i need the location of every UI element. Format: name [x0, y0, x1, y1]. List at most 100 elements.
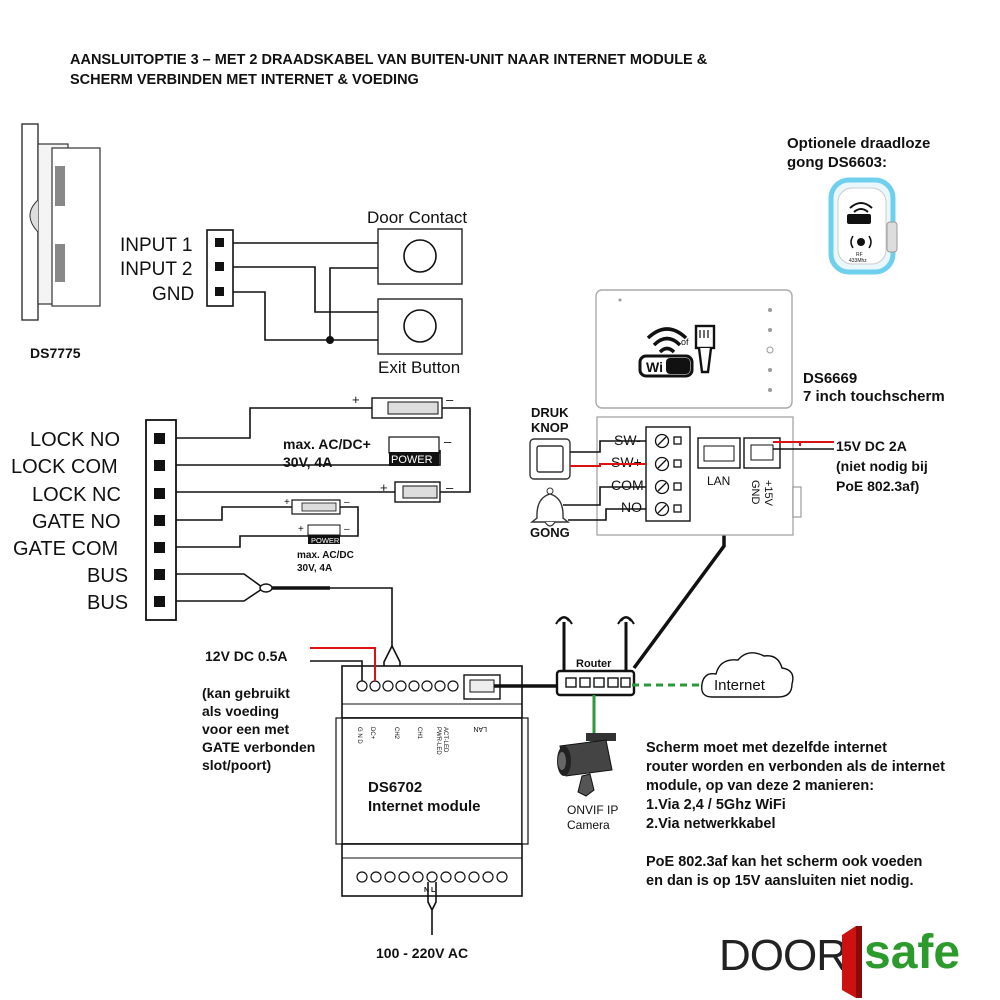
- push-button-label-2: KNOP: [531, 420, 569, 435]
- internet-module: [335, 665, 529, 897]
- gate-power-box: [307, 524, 341, 536]
- gate-solenoid: + –: [284, 497, 350, 515]
- outdoor-unit-image: [21, 123, 101, 321]
- screen-power-line2: (niet nodig bij: [836, 458, 928, 474]
- screen-15v-label: +15V: [762, 480, 774, 507]
- gnd-label: GND: [152, 284, 194, 305]
- camera-label-line1: ONVIF IP: [567, 803, 618, 817]
- lock-no-label: LOCK NO: [30, 429, 120, 451]
- wifi-text: Wi Fi: [646, 359, 679, 375]
- gate-power-line2: 30V, 4A: [297, 563, 332, 574]
- title-line-2: SCHERM VERBINDEN MET INTERNET & VOEDING: [70, 72, 419, 88]
- screen-no: NO: [621, 499, 642, 515]
- title-line-1: AANSLUITOPTIE 3 – MET 2 DRAADSKABEL VAN …: [70, 52, 708, 68]
- module-ch1-label: CH1: [416, 727, 422, 740]
- internet-label: Internet: [714, 677, 766, 694]
- svg-text:–: –: [344, 497, 350, 508]
- module-note-line4: GATE verbonden: [202, 739, 315, 755]
- chime-rf-text: RF: [856, 252, 863, 258]
- module-power-note: (kan gebruikt als voeding voor een met G…: [202, 685, 315, 773]
- chime-freq-text: 433Mhz: [849, 258, 867, 264]
- module-note-line5: slot/poort): [202, 757, 271, 773]
- push-button-icon: [529, 438, 571, 480]
- note-line-5: 2.Via netwerkkabel: [646, 816, 776, 832]
- router-label: Router: [576, 658, 612, 670]
- lock-power-box: [388, 436, 440, 454]
- router-icon: [555, 616, 636, 697]
- logo-safe-text: safe: [864, 926, 960, 979]
- svg-text:+: +: [380, 480, 388, 495]
- module-gnd-label: G N D: [356, 727, 362, 744]
- module-ch2-label: CH2: [393, 727, 399, 740]
- module-note-line1: (kan gebruikt: [202, 685, 290, 701]
- lock-solenoid: + –: [352, 392, 454, 419]
- logo-door-text: DOOR: [719, 931, 847, 980]
- screen-sw-minus: SW-: [614, 432, 641, 448]
- gong-label: GONG: [530, 525, 570, 540]
- module-note-line2: als voeding: [202, 703, 279, 719]
- doorsafe-logo: DOOR safe: [719, 926, 960, 998]
- module-lan-label: LAN: [473, 725, 487, 732]
- screen-power-line3: PoE 802.3af): [836, 478, 919, 494]
- outdoor-unit-label: DS7775: [30, 345, 81, 361]
- gate-power-line1: max. AC/DC: [297, 550, 354, 561]
- lock-nc-solenoid: + –: [380, 480, 454, 503]
- wifi-icon: [638, 327, 694, 378]
- screen-power-line1: 15V DC 2A: [836, 438, 907, 454]
- svg-text:–: –: [344, 524, 350, 535]
- svg-text:–: –: [446, 480, 454, 495]
- wifi-or-text: of: [681, 337, 689, 347]
- gate-no-label: GATE NO: [32, 511, 121, 533]
- gate-com-label: GATE COM: [13, 538, 118, 560]
- screen-label-line1: DS6669: [803, 370, 857, 387]
- screen-label-line2: 7 inch touchscherm: [803, 388, 945, 405]
- note-line-4: 1.Via 2,4 / 5Ghz WiFi: [646, 797, 786, 813]
- lock-com-label: LOCK COM: [11, 456, 118, 478]
- note-line-8: en dan is op 15V aansluiten niet nodig.: [646, 873, 914, 889]
- push-button-label-1: DRUK: [531, 405, 569, 420]
- note-line-7: PoE 802.3af kan het scherm ook voeden: [646, 854, 922, 870]
- exit-button-label: Exit Button: [378, 358, 460, 377]
- bus-1-label: BUS: [87, 565, 128, 587]
- gate-power-badge: POWER: [311, 536, 340, 545]
- module-name-line1: DS6702: [368, 779, 422, 796]
- lock-nc-label: LOCK NC: [32, 484, 121, 506]
- wireless-chime-image: [828, 177, 898, 275]
- notes-text: Scherm moet met dezelfde internet router…: [646, 740, 945, 889]
- note-line-3: module, op van deze 2 manieren:: [646, 778, 874, 794]
- svg-text:+: +: [284, 497, 290, 508]
- chime-label-line2: gong DS6603:: [787, 154, 887, 171]
- screen-backplate: [596, 416, 802, 536]
- module-ac-label: 100 - 220V AC: [376, 945, 468, 961]
- chime-label-line1: Optionele draadloze: [787, 135, 930, 152]
- module-dc-label: DC+: [369, 727, 375, 740]
- network-plug-icon: [694, 324, 716, 374]
- camera-label-line2: Camera: [567, 818, 610, 832]
- module-name-line2: Internet module: [368, 798, 481, 815]
- module-act-led-label: ACT-LED: [442, 727, 448, 753]
- module-pwr-led-label: PWR-LED: [435, 727, 441, 755]
- internet-cloud-icon: [701, 652, 794, 698]
- module-small-labels: G N D DC+ CH2 CH1 PWR-LED ACT-LED LAN: [356, 725, 487, 755]
- note-line-1: Scherm moet met dezelfde internet: [646, 740, 887, 756]
- screen-sw-plus: SW+: [611, 454, 642, 470]
- module-nl-label: N L: [424, 887, 436, 894]
- note-line-2: router worden en verbonden als de intern…: [646, 759, 945, 775]
- lock-power-line1: max. AC/DC+: [283, 436, 371, 452]
- screen-gnd-label: GND: [749, 480, 761, 505]
- screen-lan-label: LAN: [707, 474, 730, 488]
- door-contact-label: Door Contact: [367, 208, 467, 227]
- bus-2-label: BUS: [87, 592, 128, 614]
- svg-text:+: +: [298, 524, 304, 535]
- input-1-label: INPUT 1: [120, 235, 193, 256]
- screen-com: COM: [611, 477, 644, 493]
- module-power-label: 12V DC 0.5A: [205, 648, 287, 664]
- svg-text:+: +: [352, 392, 360, 407]
- gong-bell-icon: [530, 487, 570, 527]
- touchscreen-image: [595, 289, 793, 409]
- lock-terminal-labels: LOCK NO LOCK COM LOCK NC GATE NO GATE CO…: [11, 429, 128, 614]
- svg-text:–: –: [446, 392, 454, 407]
- module-note-line3: voor een met: [202, 721, 289, 737]
- svg-text:–: –: [444, 434, 452, 449]
